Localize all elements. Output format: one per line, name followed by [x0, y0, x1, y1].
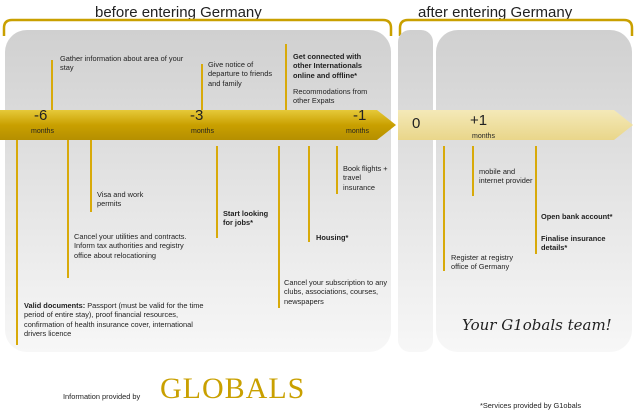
timeline-before-segment	[0, 110, 396, 140]
after-panel	[436, 30, 632, 352]
connector-start-jobs	[216, 146, 218, 238]
tick-minus-1: -1	[353, 107, 367, 124]
connector-register	[443, 146, 445, 271]
connector-valid-docs	[16, 140, 18, 345]
tick-plus-1-unit: months	[472, 133, 495, 140]
header-brackets	[2, 18, 634, 36]
tick-minus-1-unit: months	[346, 128, 369, 135]
task-valid-documents: Valid documents: Passport (must be valid…	[24, 301, 214, 339]
tick-plus-1: +1	[470, 112, 488, 129]
task-get-connected: Get connected with other Internationals …	[293, 52, 362, 80]
task-mobile: mobile and internet provider	[479, 167, 533, 186]
connector-book-flights	[336, 146, 338, 194]
connector-housing	[308, 146, 310, 242]
task-finalise-insurance: Finalise insurance details*	[541, 234, 606, 253]
connector-give-notice	[201, 64, 203, 110]
connector-mobile	[472, 146, 474, 196]
tick-zero: 0	[412, 115, 421, 132]
tick-minus-6: -6	[34, 107, 48, 124]
globals-logo: GLOBALS	[160, 372, 306, 408]
task-register: Register at registry office of Germany	[451, 253, 514, 272]
task-recommendations: Recommodations from other Expats	[293, 87, 368, 106]
task-start-jobs: Start looking for jobs*	[223, 209, 269, 228]
task-cancel-subscription: Cancel your subscription to any clubs, a…	[284, 278, 388, 306]
connector-cancel-utilities	[67, 140, 69, 278]
task-cancel-utilities: Cancel your utilities and contracts. Inf…	[74, 232, 187, 260]
task-housing: Housing*	[316, 233, 349, 242]
before-panel	[5, 30, 391, 352]
timeline-after-segment	[398, 110, 633, 140]
connector-get-connected	[285, 44, 287, 110]
valid-documents-details: Passport (must be valid for the time per…	[24, 301, 204, 339]
valid-documents-label: Valid documents:	[24, 301, 86, 310]
task-give-notice: Give notice of departure to friends and …	[208, 60, 273, 88]
gap-panel	[398, 30, 433, 352]
info-provided-label: Information provided by	[63, 392, 141, 401]
after-bracket	[398, 18, 634, 36]
tick-minus-3-unit: months	[191, 128, 214, 135]
task-open-bank: Open bank account*	[541, 212, 613, 221]
team-signature: Your G1obals team!	[462, 316, 612, 334]
task-gather-info: Gather information about area of your st…	[60, 54, 184, 73]
connector-visa	[90, 140, 92, 212]
task-book-flights: Book flights + travel insurance	[343, 164, 388, 192]
before-entering-header: before entering Germany	[95, 4, 262, 21]
connector-bank	[535, 146, 537, 254]
timeline-arrow	[0, 110, 633, 140]
before-bracket	[2, 18, 393, 36]
tick-minus-3: -3	[190, 107, 204, 124]
task-visa: Visa and work permits	[97, 190, 144, 209]
after-entering-header: after entering Germany	[418, 4, 573, 21]
connector-cancel-subscription	[278, 146, 280, 308]
globals-logo-text: GLOBALS	[160, 372, 306, 405]
services-note: *Services provided by G1obals	[480, 401, 582, 410]
tick-minus-6-unit: months	[31, 128, 54, 135]
connector-gather-info	[51, 60, 53, 110]
